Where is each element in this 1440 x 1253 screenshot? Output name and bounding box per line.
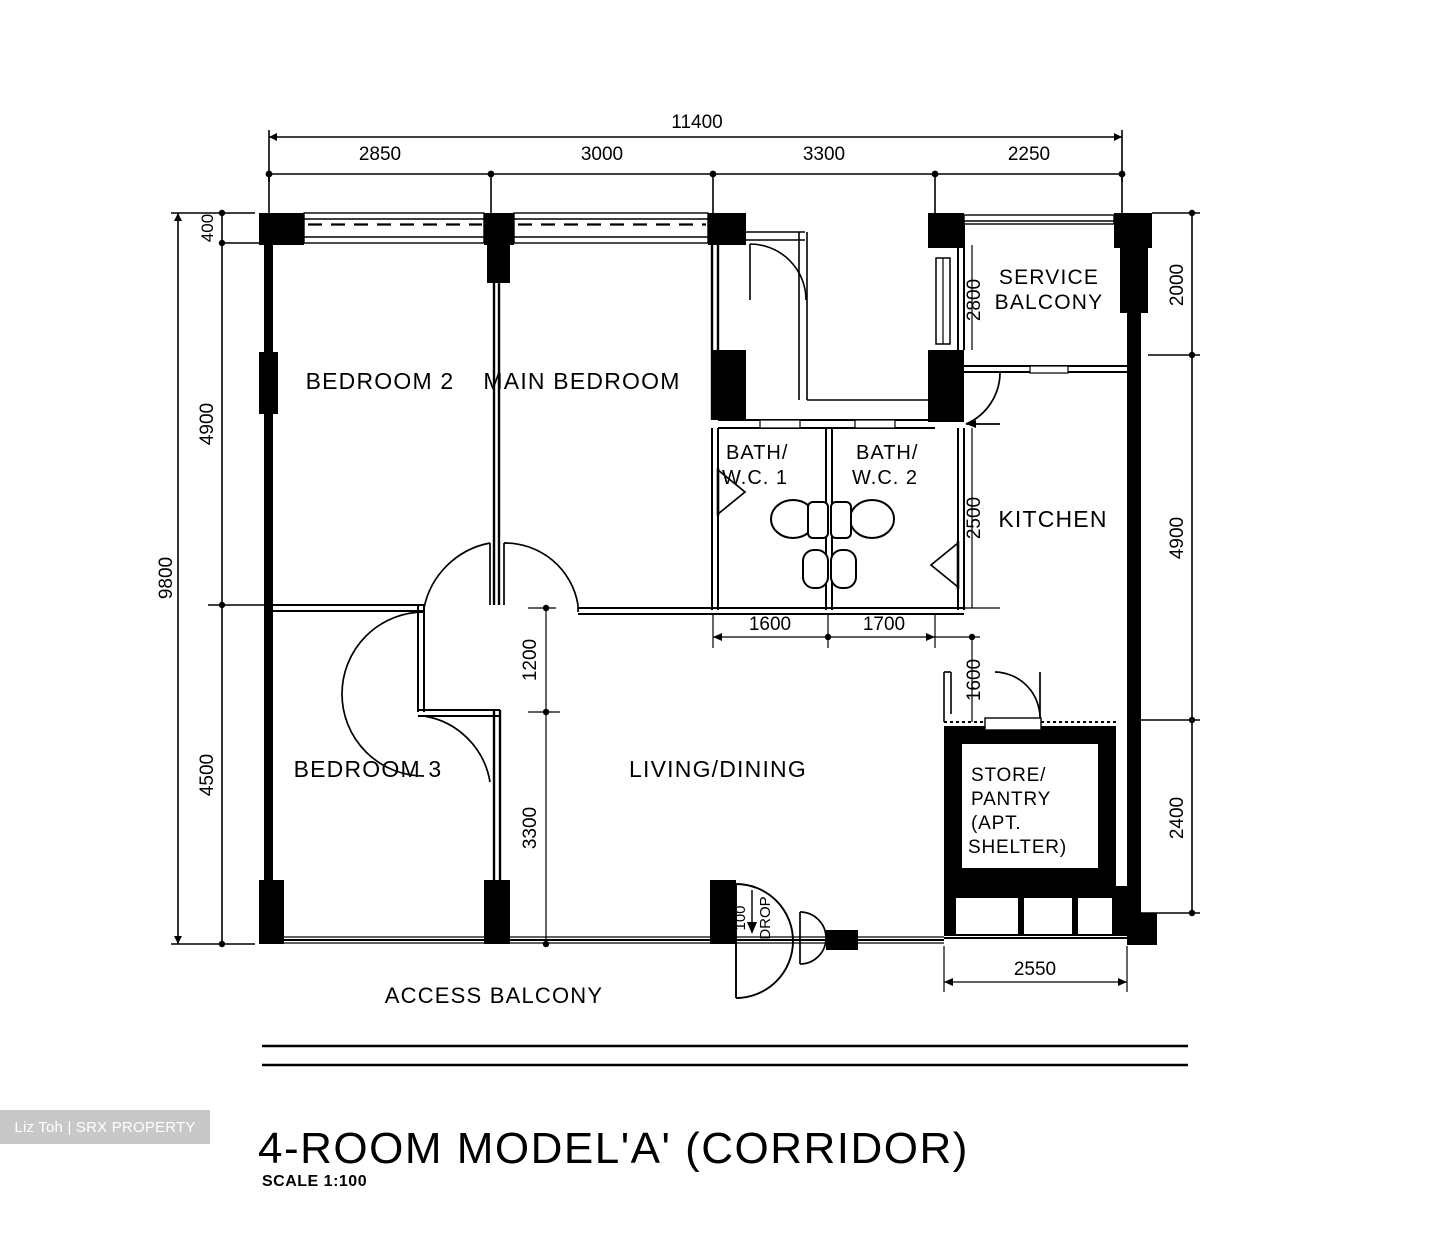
right-dimension-chain [1140,209,1200,917]
title-separator-rules [262,1044,1188,1067]
interior-dimensions [528,245,1128,992]
room-label-living-dining: LIVING/DINING [629,756,807,782]
partition-bedroom2-main [492,283,501,605]
scale-label: SCALE 1:100 [262,1173,367,1190]
room-label-store-line2: PANTRY [971,789,1051,810]
room-label-kitchen: KITCHEN [998,506,1107,532]
page-title: 4-ROOM MODEL'A' (CORRIDOR) [258,1124,969,1173]
door-bedroom-3 [423,715,491,783]
dim-bath-2-width: 1700 [863,614,905,635]
window-main-bedroom [513,212,709,244]
top-dimension-chain [265,130,1126,215]
dim-left-overall: 9800 [156,557,177,599]
fixtures-bath-1 [770,499,829,589]
dim-interior-3300: 3300 [520,807,541,849]
room-label-bedroom-3: BEDROOM 3 [294,756,443,782]
door-swing-arc-left [341,611,425,777]
dim-top-overall: 11400 [671,112,722,133]
bottom-cabinets [944,886,1138,939]
entrance-door [735,883,827,999]
door-bedroom-2 [423,542,491,609]
room-label-main-bedroom: MAIN BEDROOM [483,368,680,394]
dim-left-seg-400: 400 [198,214,217,242]
room-label-bath-wc-1-line1: BATH/ [726,442,788,464]
window-bedroom-2 [303,212,485,244]
watermark-badge: Liz Toh | SRX PROPERTY [0,1110,210,1144]
room-label-store-line3: (APT. [971,813,1021,834]
room-label-access-balcony: ACCESS BALCONY [385,983,604,1008]
door-bath-2 [929,541,960,589]
dim-top-seg-3: 3300 [803,144,845,165]
room-label-bedroom-2: BEDROOM 2 [306,368,455,394]
watermark-text: Liz Toh | SRX PROPERTY [14,1118,196,1136]
service-balcony-walls [935,224,1127,374]
dim-left-seg-4500: 4500 [197,754,218,796]
bath-block-top-wall [712,350,964,429]
room-label-bath-wc-2-line2: W.C. 2 [852,467,918,489]
dim-top-seg-4: 2250 [1008,144,1050,165]
dim-interior-1200: 1200 [520,639,541,681]
fixtures-bath-2 [830,499,895,589]
dim-left-seg-4900: 4900 [197,403,218,445]
dim-top-seg-2: 3000 [581,144,623,165]
dim-right-seg-2400: 2400 [1167,797,1188,839]
exterior-wall-top [295,212,746,283]
room-label-service-balcony-line1: SERVICE [999,266,1099,289]
dim-kitchen-depth: 2500 [964,497,985,539]
left-dimension-chain [171,209,268,948]
entry-drop-value: 100 [732,905,749,930]
dim-right-seg-2000: 2000 [1167,264,1188,306]
dim-top-seg-1: 2850 [359,144,401,165]
room-label-store-line1: STORE/ [971,765,1046,786]
door-bath-1 [716,468,747,516]
door-service-balcony [965,371,1001,428]
dim-store-offset: 1600 [964,659,985,701]
exterior-wall-right [1120,245,1157,945]
dim-bath-1-width: 1600 [749,614,791,635]
kitchen-store-walls [943,671,1116,886]
exterior-wall-bottom [264,880,944,950]
entry-drop-label: DROP [757,896,774,939]
dim-store-width: 2550 [1014,959,1056,980]
dim-right-seg-4900: 4900 [1167,517,1188,559]
room-label-service-balcony-line2: BALCONY [995,291,1104,314]
room-label-store-line4: SHELTER) [968,837,1067,858]
dim-service-balcony-depth: 2800 [964,279,985,321]
main-bedroom-closet [746,231,935,401]
room-label-bath-wc-2-line1: BATH/ [856,442,918,464]
room-label-bath-wc-1-line2: W.C. 1 [722,467,788,489]
exterior-wall-top-right [928,213,1152,248]
bedroom3-walls [273,604,502,884]
